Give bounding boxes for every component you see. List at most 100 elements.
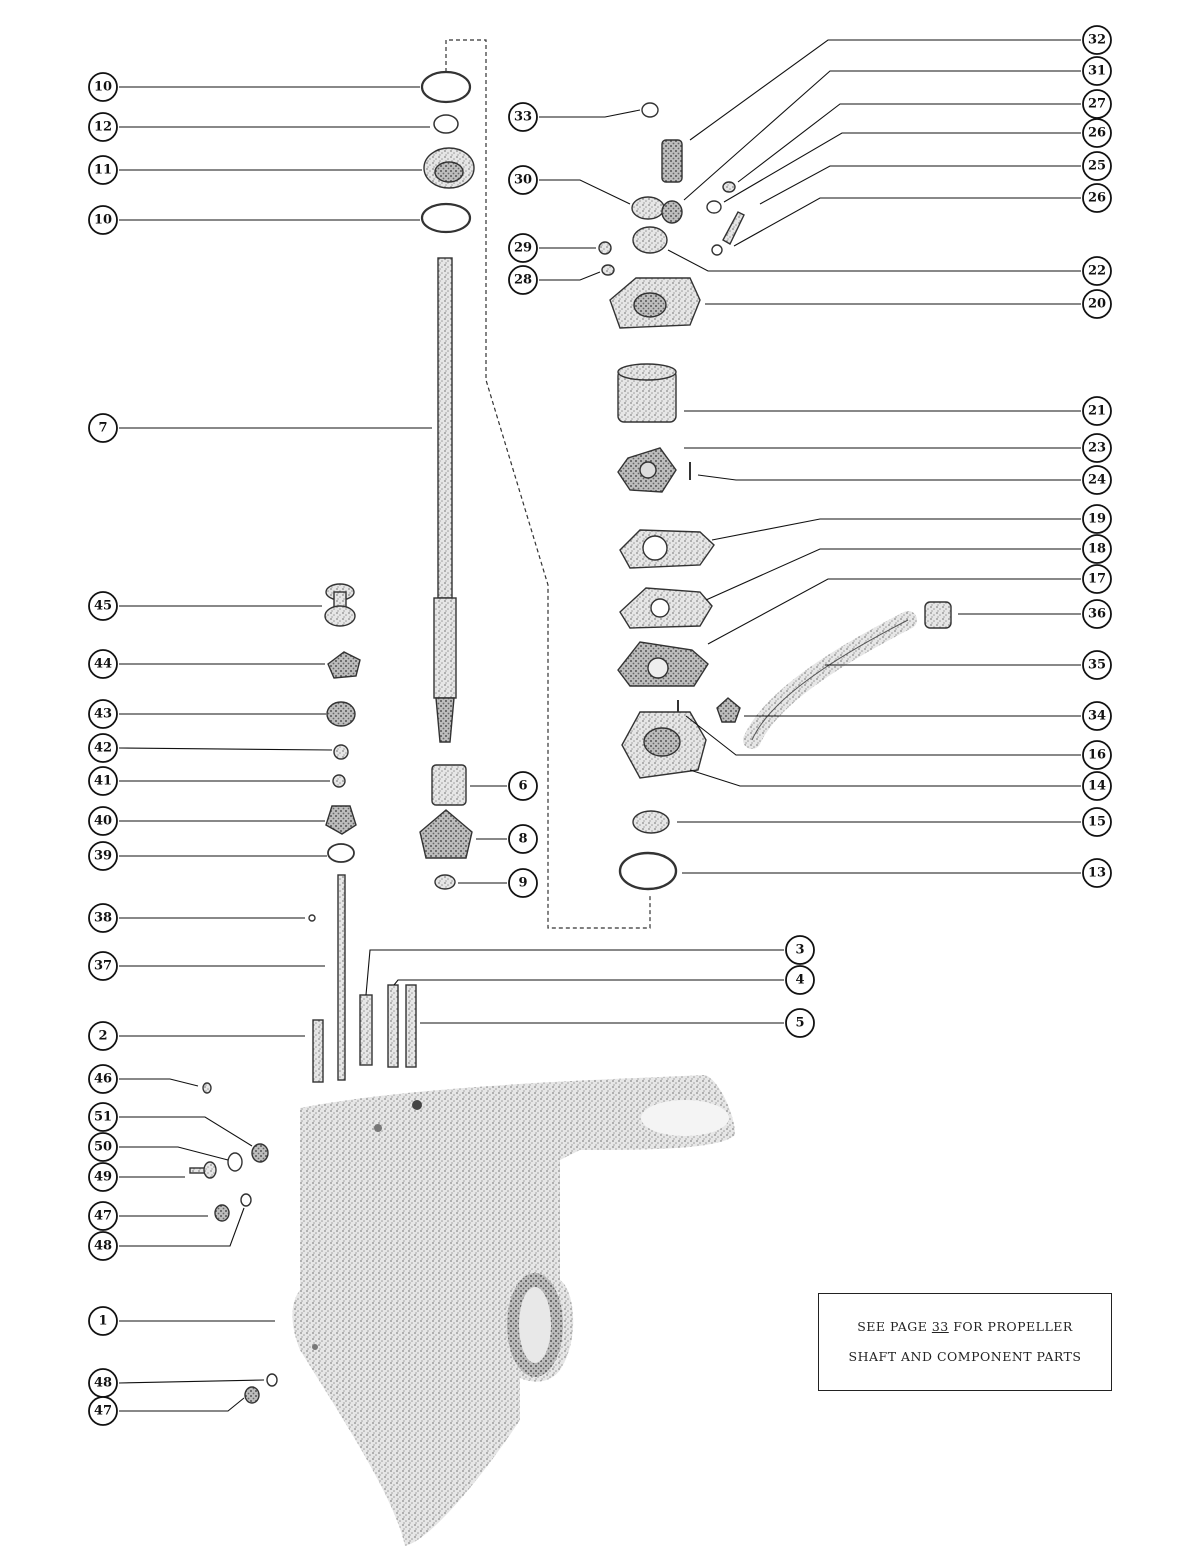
callout-circle (508, 824, 538, 854)
callout-42[interactable]: 42 (88, 733, 333, 763)
callout-circle (88, 205, 118, 235)
leader-line (689, 769, 1081, 787)
callout-29[interactable]: 29 (508, 233, 596, 263)
callout-circle (88, 841, 118, 871)
gear-housing-1 (292, 1075, 736, 1546)
callout-45[interactable]: 45 (88, 591, 322, 621)
callout-circle (88, 1021, 118, 1051)
callout-circle (88, 1306, 118, 1336)
callout-47[interactable]: 47 (88, 1201, 208, 1231)
callout-32[interactable]: 32 (689, 25, 1112, 141)
callout-number: 18 (1088, 542, 1106, 557)
callout-circle (508, 771, 538, 801)
callout-38[interactable]: 38 (88, 903, 305, 933)
callout-17[interactable]: 17 (707, 564, 1112, 645)
page-reference[interactable]: 33 (931, 1319, 949, 1334)
callout-2[interactable]: 2 (88, 1021, 305, 1051)
callout-10[interactable]: 10 (88, 72, 420, 102)
callout-8[interactable]: 8 (476, 824, 538, 854)
callout-47[interactable]: 47 (88, 1396, 245, 1426)
callout-39[interactable]: 39 (88, 841, 327, 871)
callout-number: 25 (1088, 159, 1106, 174)
callout-circle (785, 965, 815, 995)
callout-circle (785, 935, 815, 965)
callout-44[interactable]: 44 (88, 649, 325, 679)
callout-11[interactable]: 11 (88, 155, 422, 185)
stud-2 (312, 1019, 324, 1083)
callout-circle (1082, 289, 1112, 319)
callout-10[interactable]: 10 (88, 205, 420, 235)
washer-42 (333, 744, 349, 760)
callout-23[interactable]: 23 (684, 433, 1112, 463)
callout-25[interactable]: 25 (759, 151, 1112, 205)
callout-1[interactable]: 1 (88, 1306, 275, 1336)
callout-35[interactable]: 35 (825, 650, 1112, 680)
callout-12[interactable]: 12 (88, 112, 430, 142)
callout-14[interactable]: 14 (689, 769, 1112, 801)
callout-48[interactable]: 48 (88, 1207, 245, 1261)
callout-22[interactable]: 22 (667, 249, 1112, 286)
callout-13[interactable]: 13 (682, 858, 1112, 888)
callout-49[interactable]: 49 (88, 1162, 185, 1192)
callout-46[interactable]: 46 (88, 1064, 199, 1094)
callout-9[interactable]: 9 (458, 868, 538, 898)
callout-number: 33 (514, 110, 532, 125)
callout-4[interactable]: 4 (393, 965, 815, 995)
callout-31[interactable]: 31 (683, 56, 1112, 201)
gear-40 (325, 805, 357, 835)
callout-26[interactable]: 26 (733, 183, 1112, 247)
callout-5[interactable]: 5 (420, 1008, 815, 1038)
nut-27 (722, 181, 736, 193)
callout-50[interactable]: 50 (88, 1132, 229, 1162)
callout-28[interactable]: 28 (508, 265, 601, 295)
callout-20[interactable]: 20 (705, 289, 1112, 319)
fitting-51 (251, 1143, 269, 1163)
callout-24[interactable]: 24 (697, 465, 1112, 495)
callout-26[interactable]: 26 (723, 118, 1112, 203)
callout-16[interactable]: 16 (685, 715, 1112, 770)
nut-9 (434, 874, 456, 890)
leader-line (689, 39, 1081, 141)
gasket-17 (617, 641, 709, 687)
screw-49 (189, 1161, 217, 1179)
callout-circle (1082, 740, 1112, 770)
callout-36[interactable]: 36 (958, 599, 1112, 629)
callout-circle (1082, 701, 1112, 731)
callout-circle (1082, 650, 1112, 680)
insert-21 (617, 363, 677, 423)
callout-41[interactable]: 41 (88, 766, 330, 796)
leader-line (539, 109, 641, 118)
screw-25 (722, 211, 745, 245)
callout-48[interactable]: 48 (88, 1368, 265, 1398)
callout-circle (88, 1162, 118, 1192)
callout-33[interactable]: 33 (508, 102, 641, 132)
callout-circle (88, 112, 118, 142)
callout-15[interactable]: 15 (677, 807, 1112, 837)
callout-7[interactable]: 7 (88, 413, 432, 443)
assembly-dashed-line (445, 39, 651, 929)
callout-18[interactable]: 18 (705, 534, 1112, 601)
callout-40[interactable]: 40 (88, 806, 325, 836)
callout-37[interactable]: 37 (88, 951, 325, 981)
plug-47-lower (244, 1386, 260, 1404)
callout-circle (88, 413, 118, 443)
callout-3[interactable]: 3 (365, 935, 815, 996)
callout-21[interactable]: 21 (684, 396, 1112, 426)
washer-26a (706, 200, 722, 214)
callout-34[interactable]: 34 (744, 701, 1112, 731)
washer-48-lower (266, 1373, 278, 1387)
callout-51[interactable]: 51 (88, 1102, 253, 1147)
callout-number: 10 (94, 80, 112, 95)
callout-19[interactable]: 19 (711, 504, 1112, 541)
callout-43[interactable]: 43 (88, 699, 326, 729)
pump-base-14 (621, 711, 707, 779)
callout-6[interactable]: 6 (470, 771, 538, 801)
callout-circle (88, 733, 118, 763)
pin-38 (308, 914, 316, 922)
callout-30[interactable]: 30 (508, 165, 631, 205)
callout-number: 6 (518, 779, 527, 794)
callout-circle (88, 806, 118, 836)
callout-number: 3 (795, 943, 804, 958)
callout-27[interactable]: 27 (737, 89, 1112, 183)
